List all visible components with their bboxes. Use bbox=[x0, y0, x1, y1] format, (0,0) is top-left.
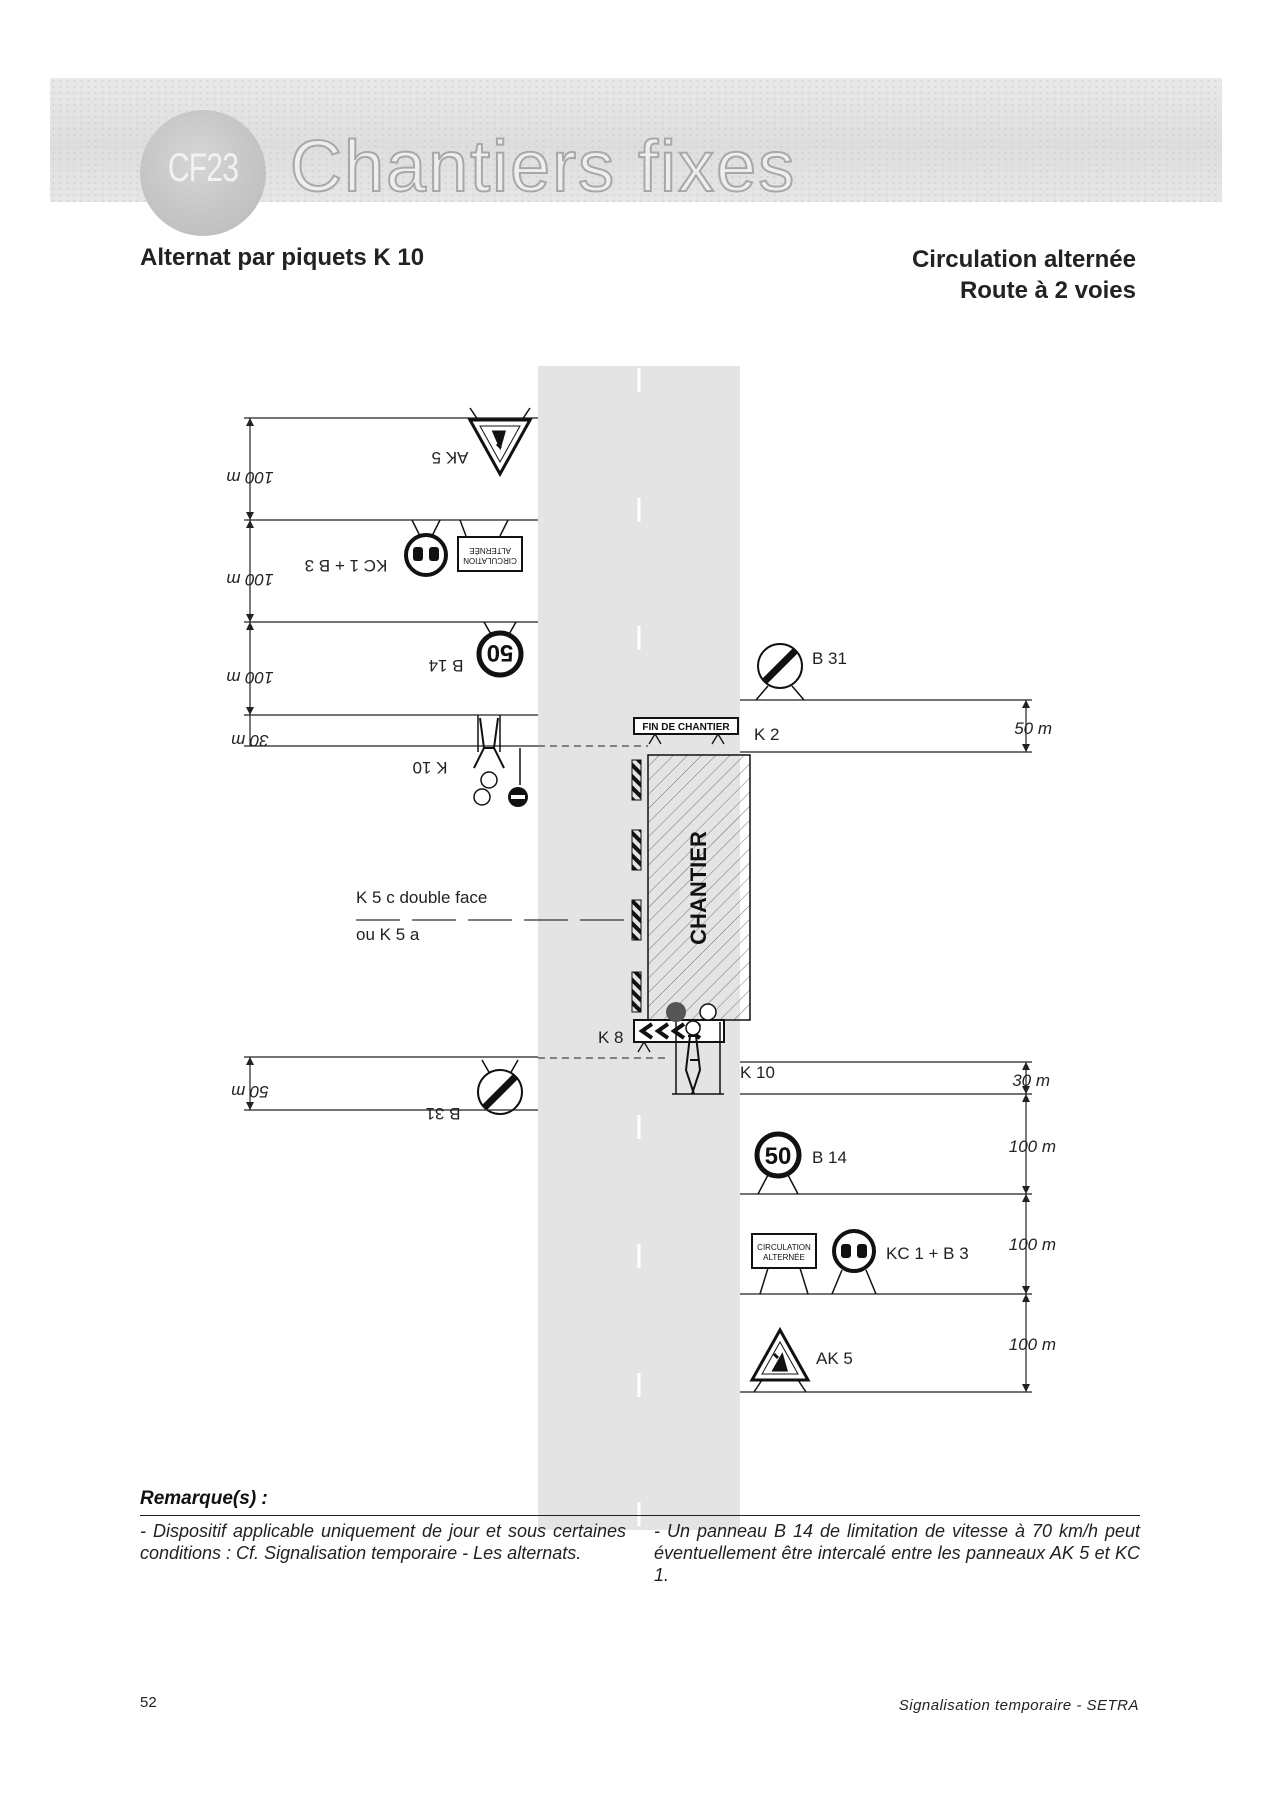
fin-de-chantier-sign: FIN DE CHANTIER K 2 bbox=[633, 717, 780, 745]
remarks-divider bbox=[140, 1515, 1140, 1516]
lower-b14-label: B 14 bbox=[812, 1148, 847, 1167]
page-subtitle: Circulation alternée Route à 2 voies bbox=[912, 244, 1136, 306]
lower-k10-flagman: K 10 bbox=[666, 1002, 775, 1095]
k8-label: K 8 bbox=[598, 1028, 624, 1047]
flagman-icon bbox=[473, 717, 505, 769]
speed-limit-icon bbox=[476, 630, 524, 678]
upper-panel-line1: CIRCULATION bbox=[463, 556, 517, 565]
k5-beacon bbox=[631, 829, 642, 871]
upper-ak5-label: AK 5 bbox=[432, 448, 469, 467]
lower-dist-100m-1: 100 m bbox=[1009, 1137, 1056, 1156]
chantier-label: CHANTIER bbox=[686, 831, 711, 945]
lower-circulation-panel bbox=[751, 1233, 817, 1269]
upper-k10-label: K 10 bbox=[413, 758, 448, 777]
k5-label-line2: ou K 5 a bbox=[356, 925, 420, 944]
lower-dimension-ticks bbox=[1022, 700, 1030, 1392]
no-overtaking-icon bbox=[404, 533, 448, 577]
fin-de-chantier-label: FIN DE CHANTIER bbox=[642, 722, 730, 733]
upper-lower-reference-lines bbox=[244, 1056, 538, 1111]
lower-b14-sign: 50 B 14 bbox=[754, 1131, 847, 1195]
roadwork-man-icon bbox=[491, 430, 506, 451]
lower-green-disc-icon bbox=[699, 1003, 717, 1021]
lower-dist-50m: 50 m bbox=[1014, 719, 1052, 738]
section-badge-label: CF23 bbox=[167, 146, 239, 190]
upper-dimension-labels: 100 m 100 m 100 m 30 m bbox=[226, 468, 273, 750]
upper-k10-flagman: K 10 bbox=[413, 715, 528, 807]
page-number: 52 bbox=[140, 1694, 157, 1711]
flagman-head-icon bbox=[685, 1020, 701, 1036]
remark-right: - Un panneau B 14 de limitation de vites… bbox=[654, 1521, 1140, 1585]
upper-dist-30m: 30 m bbox=[231, 731, 269, 750]
lower-panel-line1: CIRCULATION bbox=[757, 1243, 811, 1252]
roadwork-man-icon bbox=[771, 1352, 788, 1372]
lower-ak5-sign: AK 5 bbox=[749, 1326, 853, 1393]
section-title: Chantiers fixes bbox=[289, 126, 797, 208]
remark-left: - Dispositif applicable uniquement de jo… bbox=[140, 1521, 626, 1563]
lower-dist-100m-3: 100 m bbox=[1009, 1335, 1056, 1354]
no-overtaking-icon bbox=[832, 1229, 876, 1273]
k5-beacon bbox=[631, 971, 642, 1013]
upper-dist-100m-3: 100 m bbox=[226, 668, 273, 687]
upper-b14-label: B 14 bbox=[429, 656, 464, 675]
upper-limit-50: 50 bbox=[487, 639, 514, 666]
speed-limit-icon bbox=[754, 1131, 802, 1179]
lower-dimension-labels: 50 m 30 m 100 m 100 m 100 m bbox=[1009, 719, 1056, 1354]
upper-kc1-b3-sign: ALTERNÉE CIRCULATION KC 1 + B 3 bbox=[305, 519, 523, 577]
upper-green-disc-icon bbox=[473, 788, 491, 806]
upper-ak5-sign: AK 5 bbox=[432, 407, 533, 478]
footer-credit: Signalisation temporaire - SETRA bbox=[898, 1697, 1139, 1714]
lower-b31-sign: B 31 bbox=[755, 643, 847, 701]
subtitle-line-2: Route à 2 voies bbox=[959, 277, 1136, 304]
lower-kc1-b3-sign: CIRCULATION ALTERNÉE KC 1 + B 3 bbox=[751, 1229, 969, 1295]
remarks-heading: Remarque(s) : bbox=[140, 1488, 268, 1509]
upper-b31-label: B 31 bbox=[426, 1104, 461, 1123]
lower-b31-label: B 31 bbox=[812, 649, 847, 668]
upper-reference-lines bbox=[244, 417, 538, 747]
upper-kc1-b3-label: KC 1 + B 3 bbox=[305, 556, 388, 575]
lower-k10-label: K 10 bbox=[740, 1063, 775, 1082]
lower-panel-line2: ALTERNÉE bbox=[763, 1253, 805, 1262]
upper-panel-line2: ALTERNÉE bbox=[469, 546, 511, 555]
lower-dist-100m-2: 100 m bbox=[1009, 1235, 1056, 1254]
lower-ak5-label: AK 5 bbox=[816, 1349, 853, 1368]
lower-limit-50: 50 bbox=[765, 1143, 792, 1170]
chantier-zone bbox=[647, 754, 751, 1021]
upper-lower-ticks bbox=[246, 1057, 254, 1110]
k5-label-line1: K 5 c double face bbox=[356, 888, 487, 907]
k2-label: K 2 bbox=[754, 725, 780, 744]
section-badge: CF23 bbox=[140, 110, 266, 236]
lower-reference-lines bbox=[740, 699, 1032, 1393]
subtitle-line-1: Circulation alternée bbox=[911, 246, 1136, 273]
upper-dimension-ticks bbox=[246, 418, 254, 715]
page-title: Alternat par piquets K 10 bbox=[140, 244, 425, 271]
upper-dist-50m: 50 m bbox=[231, 1082, 269, 1101]
lower-kc1-b3-label: KC 1 + B 3 bbox=[886, 1244, 969, 1263]
chevron-left-icon bbox=[638, 1022, 702, 1040]
upper-dist-100m-1: 100 m bbox=[226, 468, 273, 487]
flagman-head-icon bbox=[480, 771, 498, 789]
k5-beacon bbox=[631, 899, 642, 941]
k5-beacons bbox=[631, 759, 642, 1013]
flagman-icon bbox=[684, 1035, 702, 1095]
upper-b31-sign: B 31 bbox=[426, 1059, 523, 1123]
upper-b14-sign: 50 B 14 bbox=[429, 621, 524, 678]
upper-dist-100m-2: 100 m bbox=[226, 570, 273, 589]
upper-circulation-panel bbox=[457, 536, 523, 572]
lower-dist-30m: 30 m bbox=[1012, 1071, 1050, 1090]
k5-beacon bbox=[631, 759, 642, 801]
lower-stop-disc-icon bbox=[666, 1002, 686, 1022]
